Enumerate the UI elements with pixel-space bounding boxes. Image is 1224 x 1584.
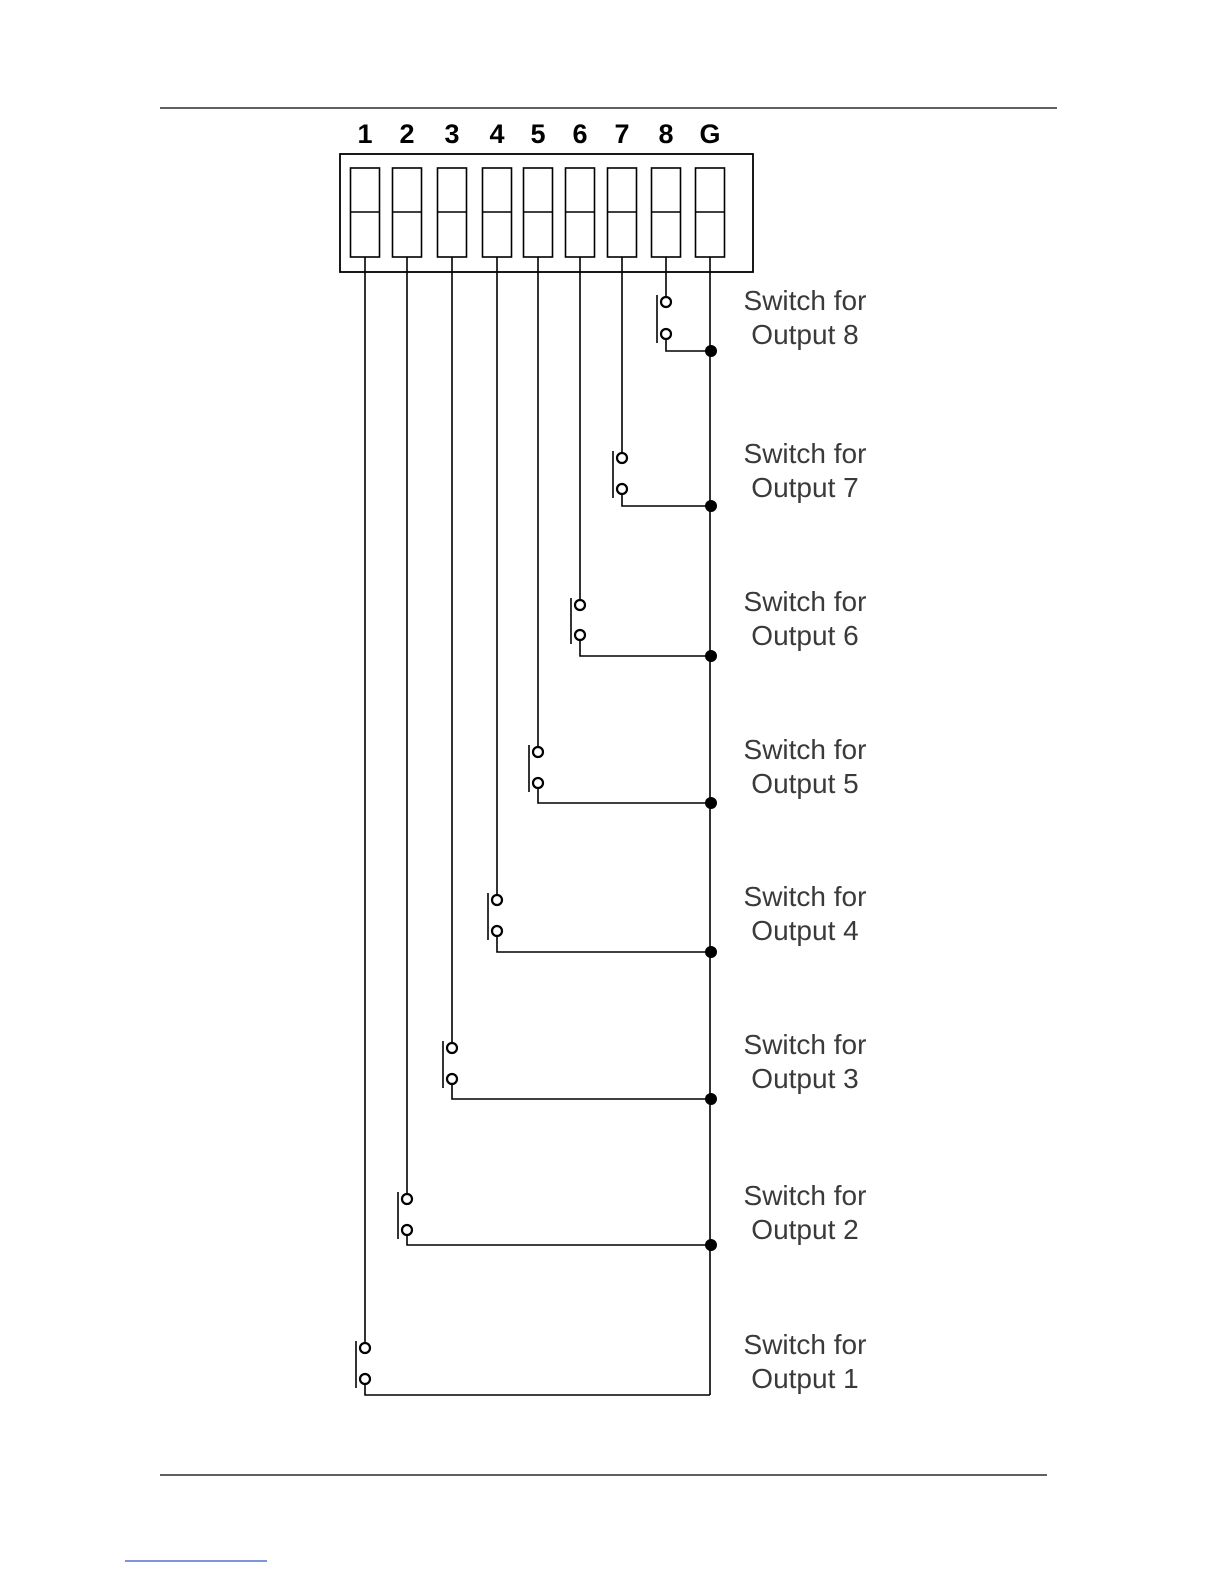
switch-label-output-1-line2: Output 1 xyxy=(751,1363,858,1394)
output-3-switch-contact-bottom xyxy=(447,1074,457,1084)
pin-label-5: 5 xyxy=(530,119,545,149)
pin-label-8: 8 xyxy=(658,119,673,149)
output-3-junction-dot xyxy=(705,1093,717,1105)
output-5-junction-dot xyxy=(705,797,717,809)
switch-label-output-5-line1: Switch for xyxy=(744,734,867,765)
output-5-switch-contact-top xyxy=(533,747,543,757)
output-4-switch-contact-bottom xyxy=(492,926,502,936)
output-8-return-wire xyxy=(666,339,710,351)
pin-label-6: 6 xyxy=(572,119,587,149)
output-8-junction-dot xyxy=(705,345,717,357)
switch-label-output-2-line1: Switch for xyxy=(744,1180,867,1211)
switch-label-output-7-line2: Output 7 xyxy=(751,472,858,503)
output-5-switch-contact-bottom xyxy=(533,778,543,788)
output-7-switch-contact-bottom xyxy=(617,484,627,494)
pin-label-3: 3 xyxy=(444,119,459,149)
output-6-switch-contact-bottom xyxy=(575,630,585,640)
switch-label-output-4-line2: Output 4 xyxy=(751,915,858,946)
switch-label-output-2-line2: Output 2 xyxy=(751,1214,858,1245)
switch-label-output-8-line2: Output 8 xyxy=(751,319,858,350)
switches xyxy=(356,295,717,1388)
output-1-switch-contact-top xyxy=(360,1343,370,1353)
output-2-junction-dot xyxy=(705,1239,717,1251)
switch-label-output-6-line2: Output 6 xyxy=(751,620,858,651)
pin-label-2: 2 xyxy=(399,119,414,149)
output-8-switch-contact-bottom xyxy=(661,329,671,339)
output-6-switch-contact-top xyxy=(575,600,585,610)
output-7-switch-contact-top xyxy=(617,453,627,463)
output-6-return-wire xyxy=(580,640,710,656)
output-2-return-wire xyxy=(407,1235,710,1245)
output-7-return-wire xyxy=(622,494,710,506)
output-3-switch-contact-top xyxy=(447,1043,457,1053)
output-6-junction-dot xyxy=(705,650,717,662)
pin-label-g: G xyxy=(699,119,720,149)
switch-label-output-4-line1: Switch for xyxy=(744,881,867,912)
output-8-switch-contact-top xyxy=(661,297,671,307)
output-7-junction-dot xyxy=(705,500,717,512)
pin-label-1: 1 xyxy=(357,119,372,149)
output-4-switch-contact-top xyxy=(492,895,502,905)
output-1-switch-contact-bottom xyxy=(360,1374,370,1384)
pin-label-7: 7 xyxy=(614,119,629,149)
switch-label-output-7-line1: Switch for xyxy=(744,438,867,469)
wires xyxy=(365,257,710,1395)
output-4-return-wire xyxy=(497,936,710,952)
output-4-junction-dot xyxy=(705,946,717,958)
switch-label-output-1-line1: Switch for xyxy=(744,1329,867,1360)
pin-label-4: 4 xyxy=(489,119,504,149)
switch-label-output-5-line2: Output 5 xyxy=(751,768,858,799)
switch-label-output-3-line1: Switch for xyxy=(744,1029,867,1060)
switch-label-output-6-line1: Switch for xyxy=(744,586,867,617)
switch-label-output-3-line2: Output 3 xyxy=(751,1063,858,1094)
output-5-return-wire xyxy=(538,788,710,803)
output-2-switch-contact-bottom xyxy=(402,1225,412,1235)
terminals xyxy=(351,168,725,257)
output-2-switch-contact-top xyxy=(402,1194,412,1204)
output-1-return-wire xyxy=(365,1384,710,1395)
output-3-return-wire xyxy=(452,1084,710,1099)
switch-label-output-8-line1: Switch for xyxy=(744,285,867,316)
